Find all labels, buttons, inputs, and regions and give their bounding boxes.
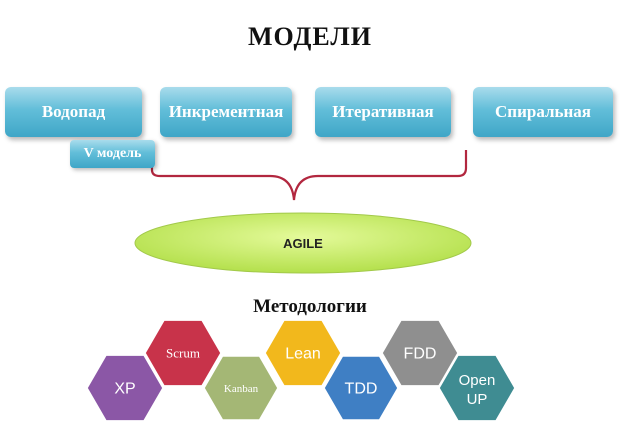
hex-label-fdd: FDD <box>404 346 437 363</box>
model-box-incremental: Инкрементная <box>160 87 292 137</box>
hex-xp <box>86 354 164 422</box>
hex-label-scrum: Scrum <box>166 346 200 361</box>
hex-scrum <box>144 319 222 387</box>
agile-label: AGILE <box>283 236 323 251</box>
hex-kanban <box>203 355 279 421</box>
hex-label-open-up-line2: UP <box>467 391 488 408</box>
hex-lean <box>264 319 342 387</box>
methodologies-title: Методологии <box>253 296 367 317</box>
models-bracket <box>150 150 468 201</box>
hex-tdd <box>323 355 399 421</box>
hex-open-up <box>438 354 516 422</box>
model-box-spiral: Спиральная <box>473 87 613 137</box>
model-box-waterfall: Водопад <box>5 87 142 137</box>
hex-label-xp: XP <box>114 381 135 398</box>
hex-fdd <box>381 319 459 387</box>
agile-ellipse <box>134 212 472 274</box>
hex-label-kanban: Kanban <box>224 383 259 395</box>
model-box-iterative: Итеративная <box>315 87 451 137</box>
hex-label-open-up-line1: Open <box>459 372 496 389</box>
hex-label-lean: Lean <box>285 346 321 363</box>
v-model-box: V модель <box>70 140 155 168</box>
hex-label-tdd: TDD <box>345 381 378 398</box>
models-title: МОДЕЛИ <box>248 22 372 51</box>
